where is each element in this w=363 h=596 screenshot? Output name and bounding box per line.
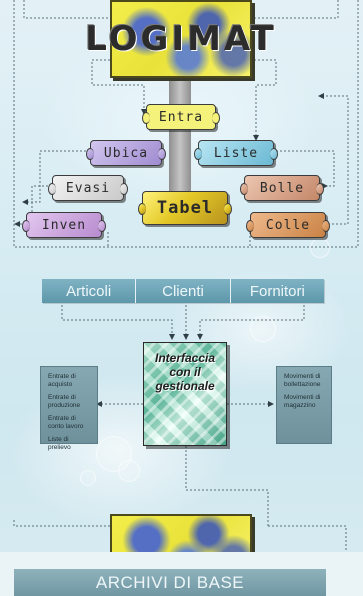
menu-inven-button[interactable]: Inven (22, 212, 106, 238)
menu-liste-button[interactable]: Liste (194, 140, 278, 166)
left-item-acquisto: Entrate di acquisto (48, 373, 76, 388)
menu-colle-label: Colle (265, 217, 311, 233)
menu-tabel-label: Tabel (156, 198, 214, 218)
menu-liste-label: Liste (213, 145, 259, 161)
bubble-decoration (96, 436, 132, 472)
left-item-conto-lavoro: Entrate di conto lavoro (48, 415, 84, 430)
menu-ubica-label: Ubica (103, 145, 149, 161)
left-item-produzione: Entrate di produzione (48, 394, 81, 409)
bubble-decoration (310, 238, 330, 258)
logo-text: LOGIMAT (85, 19, 277, 59)
menu-entra-button[interactable]: Entra (142, 104, 220, 130)
master-data-tabs: Articoli Clienti Fornitori (42, 279, 324, 303)
logimat-logo-top: LOGIMAT (85, 0, 274, 78)
menu-colle-button[interactable]: Colle (246, 212, 330, 238)
center-line-3: gestionale (155, 379, 215, 393)
menu-evasi-button[interactable]: Evasi (48, 175, 128, 201)
tab-fornitori[interactable]: Fornitori (229, 279, 324, 303)
archivi-di-base-button[interactable]: ARCHIVI DI BASE (14, 569, 326, 596)
tab-articoli[interactable]: Articoli (66, 282, 112, 300)
right-item-magazzino: Movimenti di magazzino (284, 394, 321, 409)
bubble-decoration (80, 470, 96, 486)
interfaccia-gestionale-card[interactable]: Interfaccia con il gestionale (143, 342, 227, 446)
menu-evasi-label: Evasi (65, 180, 111, 196)
menu-entra-label: Entra (158, 109, 204, 125)
menu-inven-label: Inven (41, 217, 87, 233)
menu-tabel-button[interactable]: Tabel (138, 191, 232, 225)
right-item-bollettazione: Movimenti di bollettazione (284, 373, 321, 388)
center-line-2: con il (169, 365, 201, 379)
center-line-1: Interfaccia (154, 351, 216, 365)
left-item-liste-prelievo: Liste di prelievo (48, 436, 71, 451)
bubble-decoration (118, 460, 140, 482)
right-panel-outgoing: Movimenti di bollettazione Movimenti di … (276, 366, 332, 444)
tab-clienti[interactable]: Clienti (135, 279, 229, 303)
left-panel-incoming: Entrate di acquisto Entrate di produzion… (40, 366, 98, 451)
footer-label: ARCHIVI DI BASE (95, 572, 245, 592)
menu-bolle-label: Bolle (259, 180, 305, 196)
menu-bolle-button[interactable]: Bolle (240, 175, 324, 201)
menu-ubica-button[interactable]: Ubica (86, 140, 166, 166)
